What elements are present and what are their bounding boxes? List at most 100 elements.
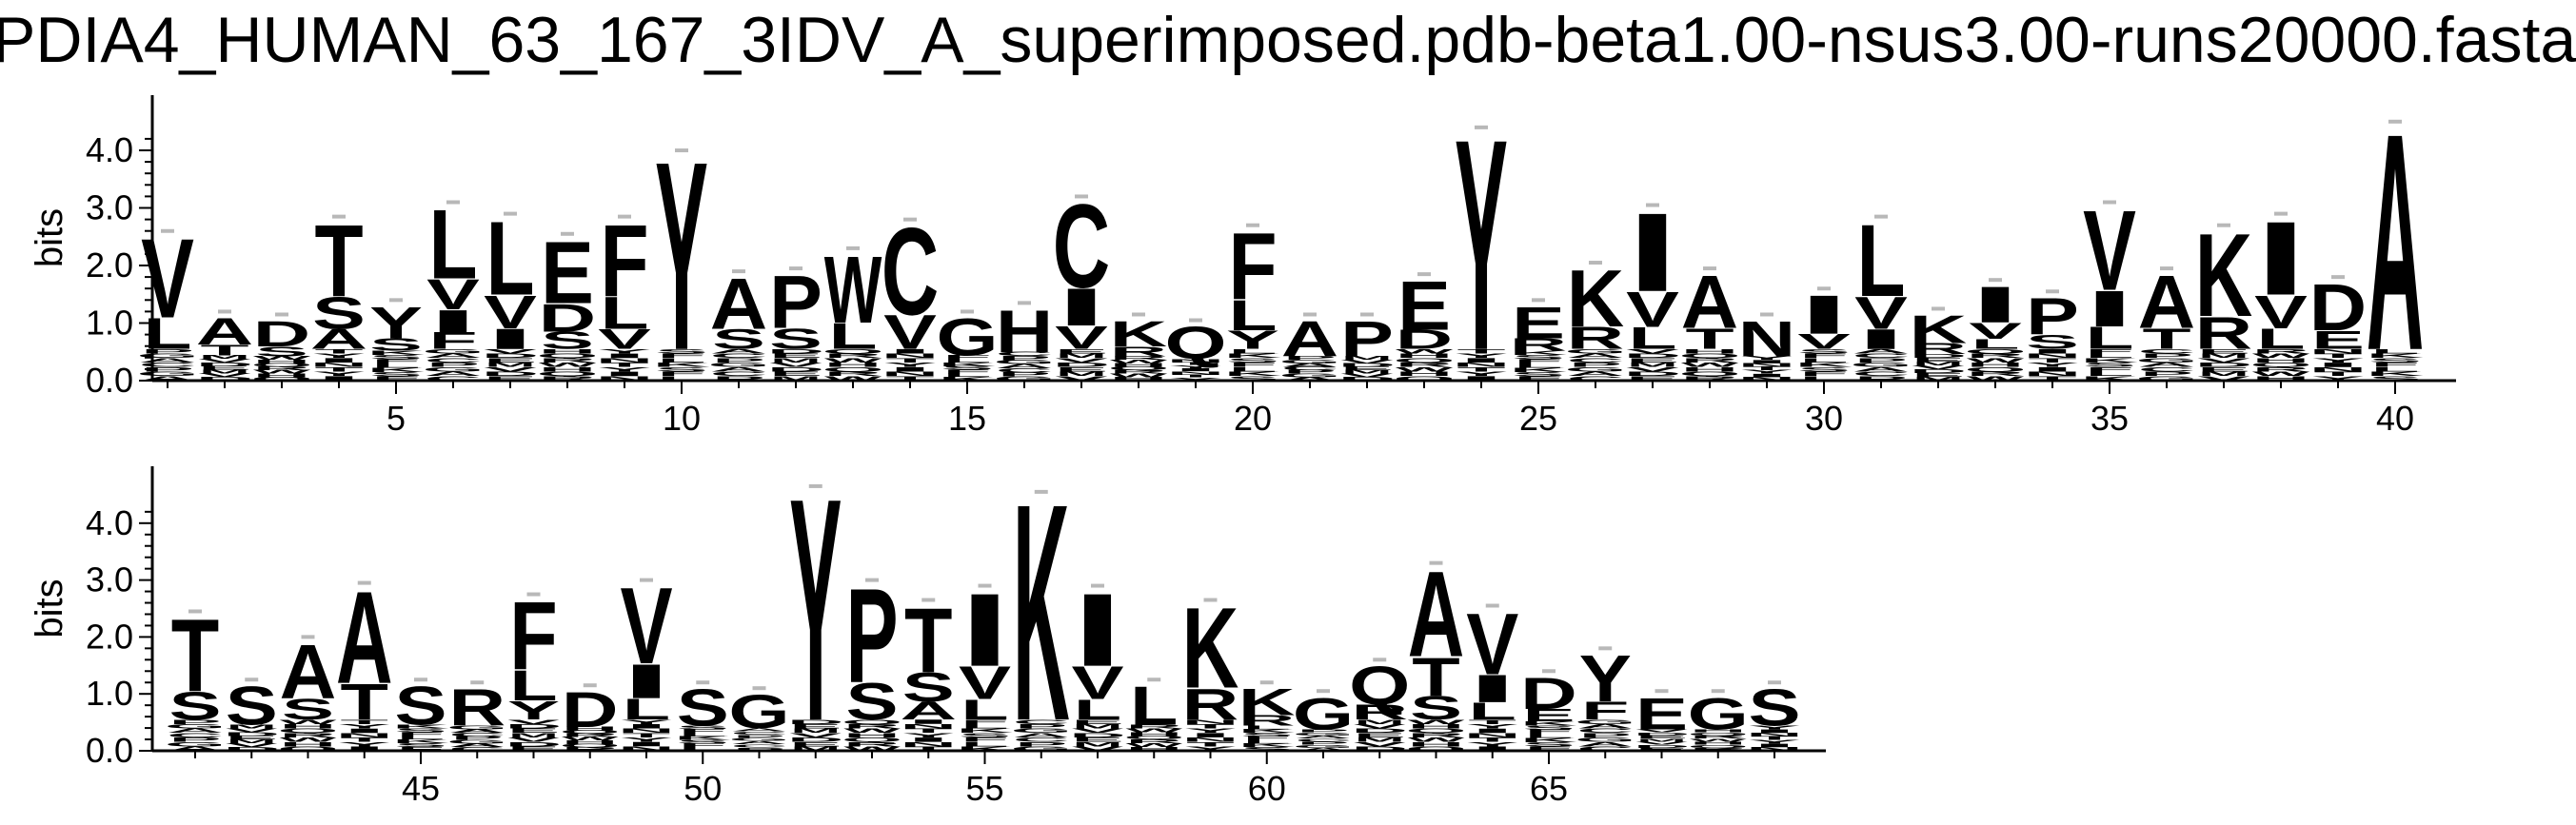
residue-glyph-I: I xyxy=(1749,728,1800,734)
residue-glyph-Q: Q xyxy=(842,737,902,743)
residue-glyph-A: A xyxy=(2138,261,2195,344)
residue-glyph-V: V xyxy=(959,658,1011,709)
residue-glyph-Y: Y xyxy=(883,362,937,368)
residue-glyph-E: E xyxy=(1055,365,1108,372)
residue-glyph-C: C xyxy=(710,370,767,377)
residue-glyph-Y: Y xyxy=(1740,356,1793,362)
residue-glyph-K: K xyxy=(1238,680,1296,723)
residue-glyph-E: E xyxy=(1354,732,1406,738)
residue-glyph-Y: Y xyxy=(1226,325,1279,355)
residue-glyph-Y: Y xyxy=(2311,357,2365,363)
residue-glyph-V: V xyxy=(883,304,937,359)
residue-glyph-F: F xyxy=(428,328,477,355)
residue-glyph-W: W xyxy=(1125,727,1183,733)
residue-glyph-S: S xyxy=(226,677,278,737)
residue-glyph-V: V xyxy=(2254,285,2308,338)
residue-glyph-F: F xyxy=(1514,358,1562,364)
residue-glyph-N: N xyxy=(882,352,939,359)
residue-glyph-C: C xyxy=(1567,357,1624,363)
residue-glyph-S: S xyxy=(394,727,446,733)
residue-glyph-C: C xyxy=(1053,180,1110,313)
residue-glyph-T: T xyxy=(171,599,219,713)
residue-glyph-C: C xyxy=(1576,727,1634,734)
residue-glyph-R: R xyxy=(1681,357,1738,363)
residue-glyph-A: A xyxy=(448,743,505,749)
residue-glyph-C: C xyxy=(1295,737,1352,742)
residue-glyph-R: R xyxy=(280,732,337,738)
residue-glyph-H: H xyxy=(539,365,596,372)
residue-glyph-C: C xyxy=(1567,375,1624,382)
residue-glyph-K: K xyxy=(957,745,1014,752)
residue-glyph-F: F xyxy=(1525,729,1573,736)
residue-glyph-N: N xyxy=(1167,358,1224,363)
residue-glyph-G: G xyxy=(136,352,198,359)
residue-glyph-F: F xyxy=(1799,352,1848,359)
residue-glyph-S: S xyxy=(1522,724,1575,731)
residue-glyph-Q: Q xyxy=(822,347,883,354)
residue-glyph-E: E xyxy=(1912,357,1965,363)
residue-glyph-D: D xyxy=(2195,362,2252,368)
residue-glyph-Y: Y xyxy=(902,732,955,738)
residue-glyph-Q: Q xyxy=(842,718,902,725)
residue-glyph-W: W xyxy=(1408,718,1465,725)
residue-glyph-Y: Y xyxy=(1748,725,1800,731)
residue-glyph-C: C xyxy=(425,375,482,382)
residue-glyph-V: V xyxy=(1626,365,1679,372)
residue-glyph-G: G xyxy=(1850,362,1912,368)
y-tick-label: 2.0 xyxy=(86,246,133,285)
residue-glyph-K: K xyxy=(1795,362,1853,368)
residue-glyph-S: S xyxy=(959,732,1011,738)
residue-glyph-W: W xyxy=(1110,373,1168,379)
residue-glyph-D: D xyxy=(1624,352,1681,359)
x-tick-label: 40 xyxy=(2376,399,2414,438)
residue-glyph-F: F xyxy=(1228,212,1277,320)
residue-glyph-E: E xyxy=(1071,737,1123,743)
residue-glyph-F: F xyxy=(371,358,420,364)
residue-glyph-E: E xyxy=(1635,747,1688,752)
residue-glyph-K: K xyxy=(1510,349,1568,356)
residue-glyph-I: I xyxy=(621,723,672,730)
residue-glyph-H: H xyxy=(1690,728,1747,733)
residue-glyph-G: G xyxy=(1575,737,1635,743)
residue-glyph-T: T xyxy=(904,745,953,752)
residue-glyph-N: N xyxy=(2024,370,2081,377)
residue-glyph-V: V xyxy=(1055,357,1108,363)
residue-glyph-P: P xyxy=(1569,362,1622,368)
residue-glyph-D: D xyxy=(505,740,563,747)
residue-glyph-K: K xyxy=(653,362,711,368)
residue-glyph-I: I xyxy=(1056,277,1108,337)
residue-glyph-L: L xyxy=(961,740,1008,747)
residue-glyph-P: P xyxy=(1015,723,1067,730)
residue-glyph-L: L xyxy=(1228,365,1277,372)
x-tick-label: 35 xyxy=(2091,399,2129,438)
residue-glyph-L: L xyxy=(942,372,991,378)
residue-glyph-H: H xyxy=(253,373,310,379)
residue-glyph-E: E xyxy=(1626,357,1679,363)
residue-glyph-V: V xyxy=(484,347,537,354)
residue-glyph-R: R xyxy=(1690,747,1747,752)
residue-glyph-D: D xyxy=(767,365,824,372)
residue-glyph-A: A xyxy=(280,629,337,715)
y-tick-label: 3.0 xyxy=(86,560,133,599)
residue-glyph-P: P xyxy=(1340,311,1394,367)
residue-glyph-Y: Y xyxy=(1184,727,1237,734)
residue-glyph-I: I xyxy=(2027,365,2079,372)
residue-glyph-W: W xyxy=(253,356,311,362)
residue-glyph-M: M xyxy=(2198,352,2249,359)
residue-glyph-F: F xyxy=(1228,362,1277,368)
residue-glyph-W: W xyxy=(1681,362,1739,368)
residue-glyph-L: L xyxy=(961,695,1008,726)
